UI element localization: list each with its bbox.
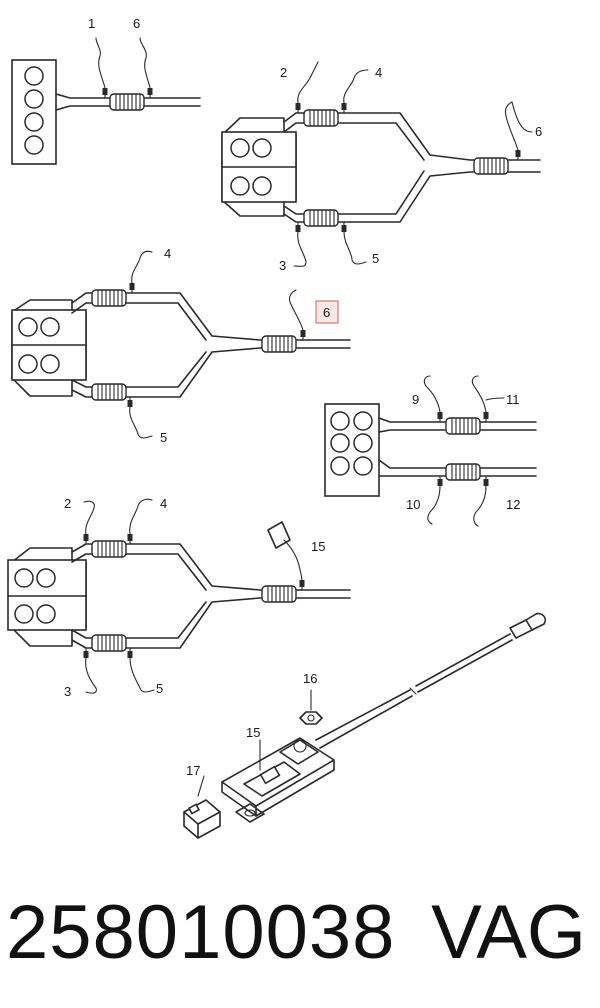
svg-text:6: 6 xyxy=(323,305,330,320)
callout-4-c: 4 xyxy=(164,246,171,261)
callout-5-c: 5 xyxy=(160,430,167,445)
callout-2-e: 2 xyxy=(64,496,71,511)
callout-12: 12 xyxy=(506,497,520,512)
svg-text:17: 17 xyxy=(186,763,200,778)
svg-text:1: 1 xyxy=(88,16,95,31)
svg-text:3: 3 xyxy=(279,258,286,273)
callout-5-b: 5 xyxy=(372,251,379,266)
svg-text:6: 6 xyxy=(133,16,140,31)
layout-v-twin-b xyxy=(221,61,541,267)
svg-text:6: 6 xyxy=(535,124,542,139)
callout-15-e: 15 xyxy=(311,539,325,554)
svg-text:5: 5 xyxy=(372,251,379,266)
callout-2-b: 2 xyxy=(280,65,287,80)
svg-text:15: 15 xyxy=(311,539,325,554)
callout-16: 16 xyxy=(303,671,317,686)
callout-5-e: 5 xyxy=(156,681,163,696)
callout-3-b: 3 xyxy=(279,258,286,273)
callout-9: 9 xyxy=(412,392,419,407)
callout-4-b: 4 xyxy=(375,65,382,80)
callout-17: 17 xyxy=(186,763,200,778)
svg-text:15: 15 xyxy=(246,725,260,740)
callout-6-highlighted[interactable]: 6 xyxy=(315,300,339,324)
svg-text:3: 3 xyxy=(64,684,71,699)
svg-text:4: 4 xyxy=(164,246,171,261)
callout-11: 11 xyxy=(506,392,520,407)
svg-text:4: 4 xyxy=(160,496,167,511)
callout-15-part: 15 xyxy=(246,725,260,740)
svg-text:11: 11 xyxy=(506,392,520,407)
brand-label: VAG xyxy=(431,890,586,975)
layout-inline-4cyl xyxy=(11,37,201,165)
callout-10: 10 xyxy=(406,497,420,512)
footer: 258010038 VAG xyxy=(0,878,600,988)
layout-inline-6cyl xyxy=(324,375,537,527)
svg-text:10: 10 xyxy=(406,497,420,512)
callout-4-e: 4 xyxy=(160,496,167,511)
svg-text:5: 5 xyxy=(156,681,163,696)
nox-sensor-part xyxy=(183,612,547,839)
part-number: 258010038 xyxy=(6,890,396,975)
svg-text:4: 4 xyxy=(375,65,382,80)
svg-text:2: 2 xyxy=(64,496,71,511)
callout-6-a: 6 xyxy=(133,16,140,31)
svg-text:5: 5 xyxy=(160,430,167,445)
svg-text:2: 2 xyxy=(280,65,287,80)
layout-v-twin-e xyxy=(7,498,351,694)
svg-text:12: 12 xyxy=(506,497,520,512)
layout-v-twin-c xyxy=(11,250,351,439)
callout-6-b: 6 xyxy=(535,124,542,139)
svg-text:16: 16 xyxy=(303,671,317,686)
callout-3-e: 3 xyxy=(64,684,71,699)
callout-1: 1 xyxy=(88,16,95,31)
svg-text:9: 9 xyxy=(412,392,419,407)
